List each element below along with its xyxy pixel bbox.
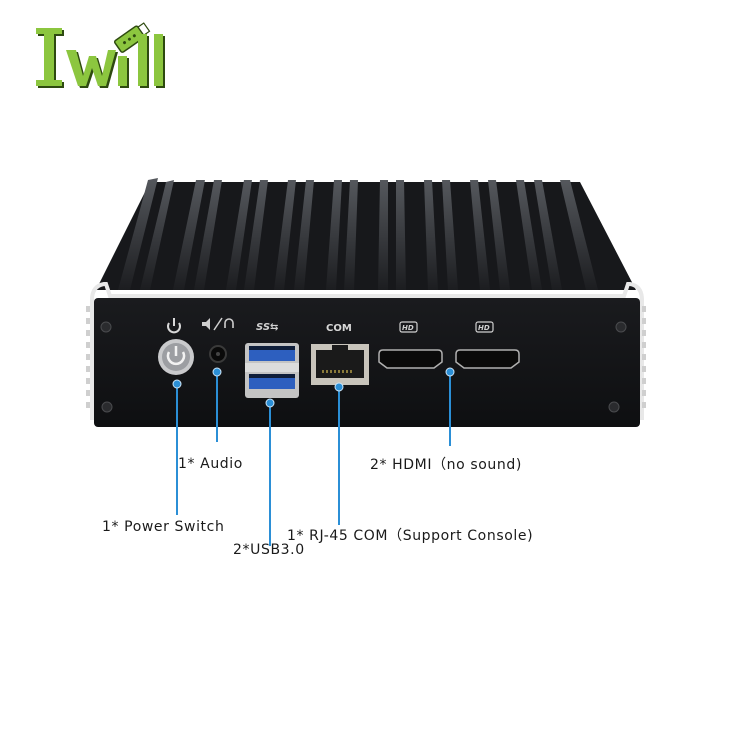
chassis-trim: [90, 282, 644, 420]
screw-icon: [100, 321, 627, 413]
hdmi-icon: HD HD: [399, 321, 494, 333]
brand-logo: [34, 22, 174, 94]
power-icon: [167, 318, 181, 334]
speaker-headphone-icon: [202, 317, 234, 331]
power-button: [158, 339, 194, 375]
rj45-port: [311, 344, 369, 385]
com-label: COM: [326, 323, 352, 334]
heatsink: [96, 178, 636, 290]
callout-usb: 2*USB3.0: [233, 542, 305, 558]
usb-ss-icon: SS⇆: [256, 322, 278, 333]
iwill-logo-icon: [36, 22, 165, 88]
svg-text:HD: HD: [478, 324, 490, 332]
callout-lines: [176, 372, 451, 546]
callout-audio: 1* Audio: [178, 456, 243, 472]
hdmi-ports: [378, 349, 520, 369]
callout-rj45-com: 1* RJ-45 COM（Support Console): [287, 528, 534, 544]
callout-hdmi: 2* HDMI（no sound): [370, 457, 522, 473]
usb3-ports: [245, 343, 299, 398]
callout-power-switch: 1* Power Switch: [102, 519, 225, 535]
svg-text:HD: HD: [402, 324, 414, 332]
